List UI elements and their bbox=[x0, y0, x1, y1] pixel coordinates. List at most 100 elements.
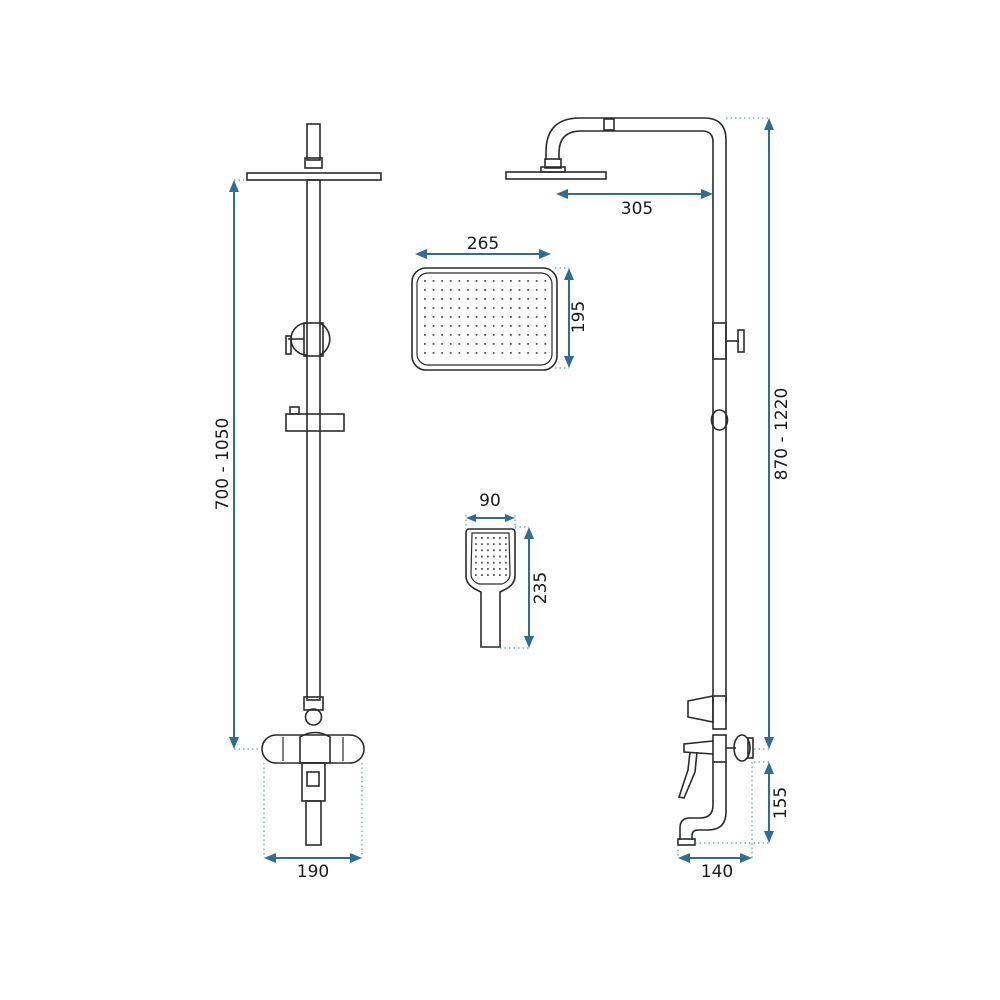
overhead-shower-head-top-view bbox=[411, 267, 558, 371]
head-nozzle bbox=[475, 325, 478, 327]
head-nozzle bbox=[441, 343, 443, 345]
hand-nozzle bbox=[499, 537, 501, 539]
head-nozzle bbox=[458, 307, 461, 309]
front-top-connector bbox=[304, 157, 323, 169]
head-nozzle bbox=[424, 307, 426, 309]
dimension-label-head-depth: 195 bbox=[569, 301, 589, 333]
head-nozzle bbox=[492, 289, 495, 291]
head-nozzle bbox=[492, 280, 495, 282]
front-spout bbox=[301, 762, 326, 846]
hand-nozzle bbox=[499, 574, 501, 576]
head-nozzle bbox=[467, 307, 469, 309]
head-nozzle bbox=[535, 343, 538, 345]
head-nozzle bbox=[535, 280, 538, 282]
head-nozzle bbox=[501, 343, 504, 345]
head-nozzle bbox=[441, 334, 443, 336]
head-nozzle bbox=[518, 289, 521, 291]
head-nozzle bbox=[475, 307, 478, 309]
head-nozzle bbox=[424, 289, 426, 291]
head-nozzle bbox=[501, 334, 504, 336]
hand-nozzle bbox=[505, 574, 507, 576]
head-nozzle bbox=[467, 343, 469, 345]
hand-nozzle bbox=[487, 543, 489, 545]
front-top-stub bbox=[306, 123, 321, 161]
head-nozzle bbox=[492, 325, 495, 327]
head-nozzle bbox=[527, 325, 529, 327]
head-nozzle bbox=[492, 298, 495, 300]
head-nozzle bbox=[441, 325, 443, 327]
head-nozzle bbox=[510, 280, 512, 282]
head-nozzle bbox=[458, 316, 461, 318]
hand-shower-nozzles bbox=[475, 537, 507, 576]
hand-nozzle bbox=[499, 555, 501, 558]
head-nozzle bbox=[475, 343, 478, 345]
head-nozzle bbox=[527, 307, 529, 309]
head-nozzle bbox=[432, 343, 435, 345]
hand-nozzle bbox=[493, 568, 495, 570]
hand-nozzle bbox=[493, 543, 495, 545]
head-nozzle bbox=[467, 280, 469, 282]
head-nozzle bbox=[432, 280, 435, 282]
hand-shower bbox=[465, 528, 516, 648]
front-mixer-body bbox=[261, 731, 365, 764]
hand-nozzle bbox=[481, 537, 483, 539]
head-nozzle bbox=[501, 352, 504, 354]
head-nozzle bbox=[492, 307, 495, 309]
head-nozzle bbox=[544, 307, 547, 309]
head-nozzle bbox=[501, 289, 504, 291]
side-slider bbox=[710, 409, 729, 431]
head-nozzle bbox=[441, 352, 443, 354]
dimension-label-head-width: 265 bbox=[467, 234, 499, 254]
head-nozzle bbox=[510, 325, 512, 327]
front-head-plate bbox=[246, 172, 382, 181]
hand-nozzle bbox=[481, 555, 483, 558]
head-nozzle bbox=[458, 334, 461, 336]
head-nozzle bbox=[449, 334, 452, 336]
head-nozzle bbox=[544, 316, 547, 318]
head-nozzle bbox=[484, 316, 486, 318]
head-nozzle bbox=[432, 298, 435, 300]
head-nozzle bbox=[518, 325, 521, 327]
dimension-arm-reach: 305 bbox=[556, 189, 713, 219]
dimension-hand-length: 235 bbox=[500, 526, 551, 649]
head-nozzle bbox=[544, 334, 547, 336]
head-nozzle bbox=[535, 298, 538, 300]
head-nozzle bbox=[527, 316, 529, 318]
head-nozzle bbox=[441, 316, 443, 318]
head-nozzle bbox=[458, 352, 461, 354]
head-nozzle bbox=[535, 352, 538, 354]
head-nozzle bbox=[527, 343, 529, 345]
head-nozzle bbox=[432, 307, 435, 309]
hand-nozzle bbox=[505, 568, 507, 570]
dimension-spout-height: 155 bbox=[695, 761, 791, 844]
head-nozzle bbox=[449, 280, 452, 282]
head-nozzle bbox=[544, 289, 547, 291]
head-nozzle bbox=[424, 280, 426, 282]
head-nozzle bbox=[458, 325, 461, 327]
head-nozzle bbox=[441, 307, 443, 309]
head-nozzle bbox=[441, 298, 443, 300]
hand-nozzle bbox=[487, 549, 489, 552]
head-nozzle bbox=[510, 316, 512, 318]
head-nozzle bbox=[501, 316, 504, 318]
side-mixer-body bbox=[677, 734, 754, 799]
dimension-label-side-height: 870 - 1220 bbox=[772, 388, 792, 481]
head-nozzle bbox=[518, 307, 521, 309]
hand-nozzle bbox=[493, 561, 495, 564]
head-nozzle bbox=[441, 289, 443, 291]
hand-nozzle bbox=[475, 568, 477, 570]
hand-nozzle bbox=[487, 574, 489, 576]
head-nozzle bbox=[527, 289, 529, 291]
dimension-side-height: 870 - 1220 bbox=[726, 117, 792, 750]
hand-nozzle bbox=[475, 555, 477, 558]
hand-nozzle bbox=[505, 549, 507, 552]
head-nozzle bbox=[527, 352, 529, 354]
head-nozzle bbox=[424, 325, 426, 327]
hand-nozzle bbox=[475, 561, 477, 564]
head-nozzle bbox=[544, 325, 547, 327]
head-nozzle bbox=[484, 352, 486, 354]
hand-nozzle bbox=[475, 537, 477, 539]
dimension-label-front-height: 700 - 1050 bbox=[213, 418, 233, 511]
head-nozzle bbox=[424, 334, 426, 336]
head-nozzle bbox=[441, 280, 443, 282]
